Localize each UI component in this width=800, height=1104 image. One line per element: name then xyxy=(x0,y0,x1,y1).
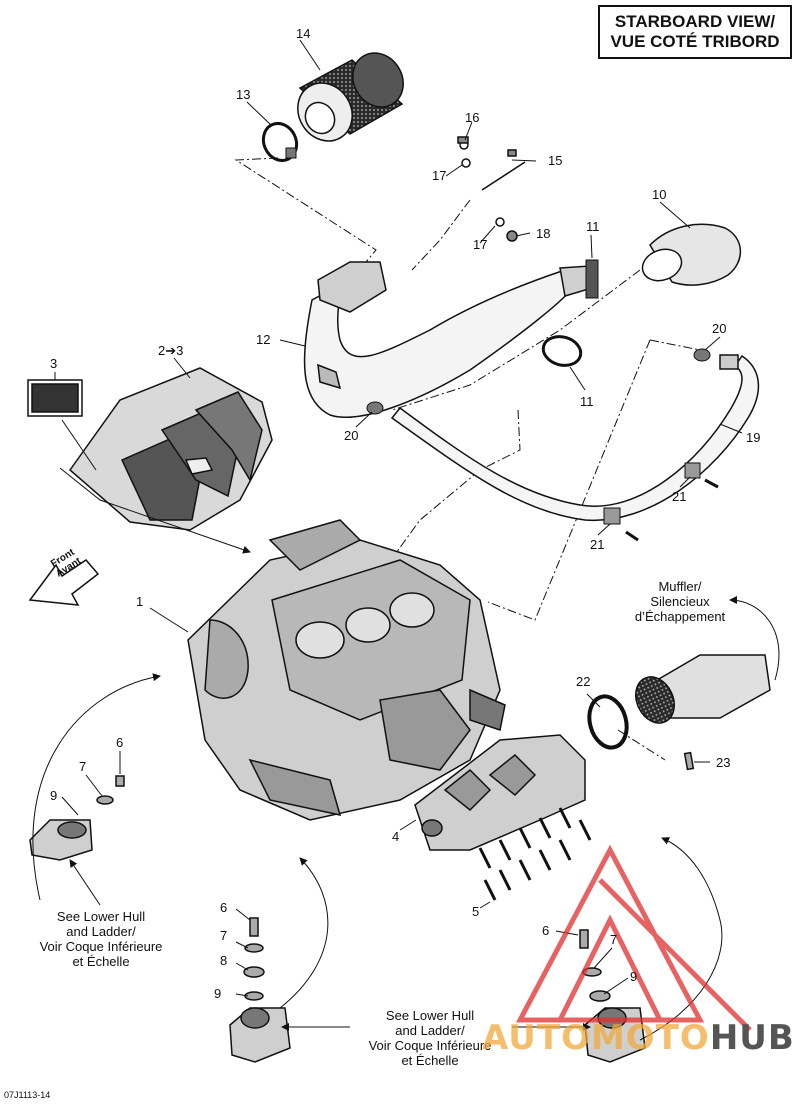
hull-note-left-line3: Voir Coque Inférieure xyxy=(39,939,163,954)
callout-18: 18 xyxy=(536,226,551,241)
assembly-lines xyxy=(234,157,701,761)
engine-cover xyxy=(68,367,273,531)
callout-14: 14 xyxy=(296,26,311,41)
callout-20b: 20 xyxy=(344,428,359,443)
callout-12: 12 xyxy=(256,332,271,347)
hull-note-left-line2: and Ladder/ xyxy=(66,924,136,939)
reference-arrows xyxy=(32,467,780,1041)
callout-4: 4 xyxy=(392,829,400,844)
callout-7b: 7 xyxy=(220,928,228,943)
hull-note-left-line4: et Échelle xyxy=(72,954,130,969)
callout-17a: 17 xyxy=(432,168,447,183)
callout-15: 15 xyxy=(548,153,563,168)
callout-13: 13 xyxy=(236,87,251,102)
hull-note-bottom-line1: See Lower Hull xyxy=(385,1008,475,1023)
hull-note-bottom-line3: Voir Coque Inférieure xyxy=(368,1038,492,1053)
callout-2to3: 2➔3 xyxy=(158,343,184,358)
watermark-text: AUTOMOTOHUB xyxy=(482,1018,800,1062)
callout-21b: 21 xyxy=(590,537,605,552)
watermark-part1: AUTOMOTO xyxy=(482,1018,710,1058)
watermark-logo xyxy=(515,844,752,1032)
callout-11b: 11 xyxy=(580,394,594,409)
callout-1: 1 xyxy=(136,594,144,609)
callout-7a: 7 xyxy=(79,759,87,774)
grommets xyxy=(603,462,719,542)
callout-9b: 9 xyxy=(214,986,222,1001)
hull-note-left-line1: See Lower Hull xyxy=(56,909,146,924)
hull-note-bottom: See Lower Hull and Ladder/ Voir Coque In… xyxy=(350,1008,510,1068)
callout-7c: 7 xyxy=(610,932,618,947)
filter-clamp xyxy=(261,122,299,162)
callout-19: 19 xyxy=(746,430,761,445)
muffler-assembly xyxy=(587,654,771,771)
hull-note-bottom-line4: et Échelle xyxy=(401,1053,459,1068)
exhaust-manifold xyxy=(414,734,586,851)
callout-8: 8 xyxy=(220,953,228,968)
breather-hose xyxy=(390,354,760,521)
watermark-part2: HUB xyxy=(709,1018,795,1058)
muffler-note-line1: Muffler/ xyxy=(658,579,702,594)
callout-11a: 11 xyxy=(586,219,600,234)
callout-9c: 9 xyxy=(630,969,638,984)
muffler-note-line2: Silencieux xyxy=(650,594,710,609)
callout-6b: 6 xyxy=(220,900,228,915)
intake-elbow xyxy=(641,223,742,286)
callout-20a: 20 xyxy=(712,321,727,336)
view-title-line2: VUE COTÉ TRIBORD xyxy=(610,32,780,51)
callout-22: 22 xyxy=(576,674,591,689)
document-id: 07J1113-14 xyxy=(4,1090,51,1100)
muffler-note: Muffler/ Silencieux d’Échappement xyxy=(620,579,740,624)
front-arrow xyxy=(28,559,100,606)
hose-rod xyxy=(457,136,526,242)
leader-lines xyxy=(54,39,743,997)
view-title-box: STARBOARD VIEW/ VUE COTÉ TRIBORD xyxy=(598,5,792,59)
callout-17b: 17 xyxy=(473,237,488,252)
callout-16: 16 xyxy=(465,110,480,125)
intake-hose xyxy=(303,261,593,418)
callout-5: 5 xyxy=(472,904,480,919)
clips xyxy=(366,348,711,415)
label-decal xyxy=(27,379,83,417)
callout-10: 10 xyxy=(652,187,667,202)
hose-clamps xyxy=(541,259,599,367)
callout-6c: 6 xyxy=(542,923,550,938)
hull-note-bottom-line2: and Ladder/ xyxy=(395,1023,465,1038)
callout-23: 23 xyxy=(716,755,731,770)
engine xyxy=(187,519,506,821)
callout-21a: 21 xyxy=(672,489,687,504)
view-title-line1: STARBOARD VIEW/ xyxy=(614,12,776,31)
manifold-bolts xyxy=(478,807,592,901)
callout-9a: 9 xyxy=(50,788,58,803)
muffler-note-line3: d’Échappement xyxy=(634,609,726,624)
air-filter xyxy=(297,52,404,142)
hull-note-left: See Lower Hull and Ladder/ Voir Coque In… xyxy=(26,909,176,969)
callout-3: 3 xyxy=(50,356,58,371)
callout-6a: 6 xyxy=(116,735,124,750)
